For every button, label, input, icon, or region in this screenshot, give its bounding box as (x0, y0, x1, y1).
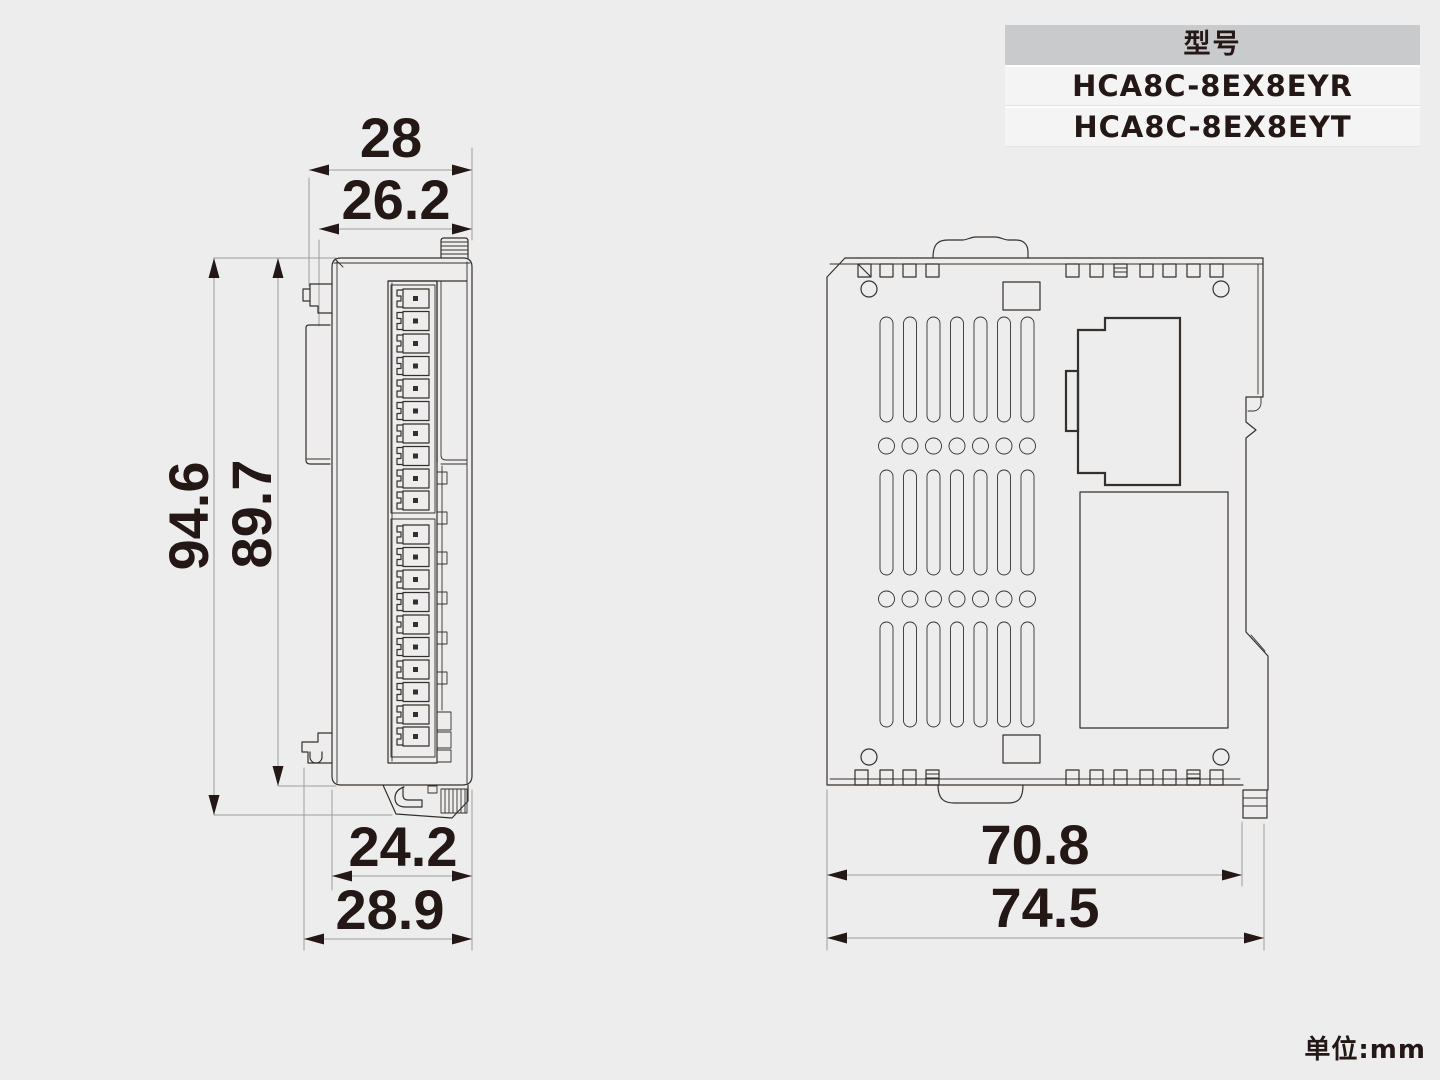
model-row-2: HCA8C-8EX8EYT (1005, 106, 1420, 147)
terminal-block-group-upper (396, 288, 430, 511)
top-connector-knob (440, 237, 469, 259)
vent-slots (879, 316, 1035, 728)
label-recess (1079, 491, 1229, 729)
side-view-dimensions: 70.8 74.5 (827, 813, 1264, 944)
terminal-strip (387, 280, 438, 764)
dim-height-full: 94.6 (157, 462, 220, 571)
bottom-din-latch (382, 784, 469, 819)
vent-holes (878, 437, 1036, 608)
model-row-1: HCA8C-8EX8EYR (1005, 65, 1420, 106)
module-body-outline (331, 257, 473, 786)
din-back-plate (305, 324, 331, 465)
bottom-center-cutout (1002, 734, 1041, 764)
dim-width-bottom-body: 24.2 (349, 815, 458, 878)
dim-depth-full: 74.5 (991, 876, 1100, 939)
model-table-header: 型号 (1005, 25, 1420, 65)
side-cover-panel (436, 280, 468, 763)
dim-depth-body: 70.8 (981, 813, 1090, 876)
top-center-cutout (1002, 281, 1041, 311)
dim-width-top: 28 (360, 106, 422, 169)
expansion-connector (1064, 316, 1182, 487)
top-edge-tabs (857, 263, 1224, 278)
latch-grip-ribs (440, 788, 468, 814)
front-view-drawing (213, 147, 473, 951)
bottom-edge-tabs (854, 769, 1224, 786)
top-din-bump (932, 236, 1029, 259)
dim-width-top-inner: 26.2 (342, 168, 451, 231)
dim-width-bottom-full: 28.9 (336, 878, 445, 941)
side-view-drawing (826, 236, 1269, 951)
bottom-mount-hook (301, 732, 333, 764)
model-table: 型号 HCA8C-8EX8EYR HCA8C-8EX8EYT (1005, 25, 1420, 147)
dim-height-body: 89.7 (220, 460, 283, 569)
unit-note: 单位:mm (1304, 1035, 1426, 1065)
front-view-dimensions: 28 26.2 94.6 89.7 24.2 28.9 (157, 106, 472, 945)
top-mount-hook (302, 283, 333, 314)
front-view-extension-lines (213, 147, 473, 951)
terminal-block-group-lower (396, 524, 430, 747)
din-rail-foot (1242, 789, 1268, 819)
bottom-din-bump (937, 784, 1024, 804)
